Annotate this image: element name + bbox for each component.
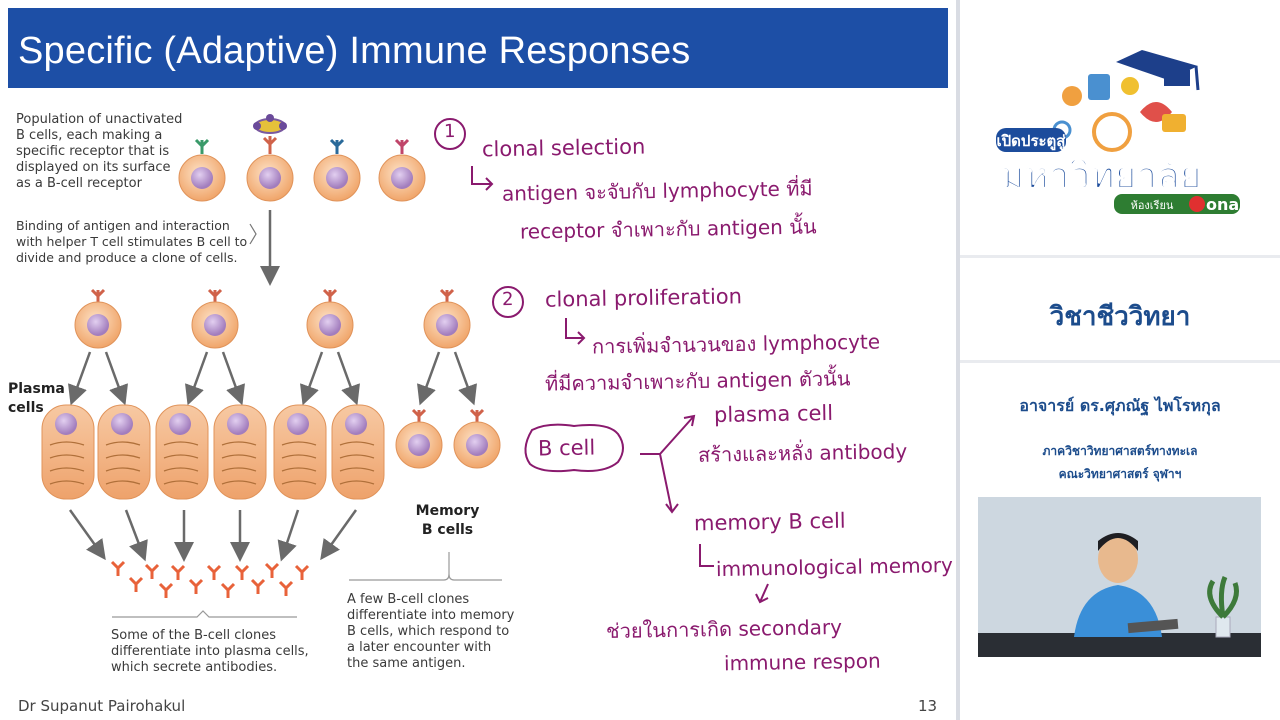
- panel-divider: [956, 0, 960, 720]
- hw-arrow-icon: [471, 166, 494, 191]
- presenter-figure-icon: [1074, 533, 1179, 637]
- note-bcell: B cell: [537, 435, 596, 461]
- unactivated-b-cell: [178, 138, 226, 202]
- program-logo: เปิดประตูสู่ มหาวิทยาลัย ห้องเรียน onair: [996, 50, 1253, 214]
- slide-title: Specific (Adaptive) Immune Responses: [18, 30, 691, 72]
- hw-branch-arrow-icon: [640, 414, 696, 514]
- hw-down-arrow-icon: [755, 583, 769, 604]
- caption-plasma: Some of the B-cell clones differentiate …: [111, 628, 309, 675]
- svg-text:onair: onair: [1206, 195, 1253, 214]
- note-clonal-selection: clonal selection: [481, 134, 646, 162]
- plasma-cells: [41, 404, 385, 500]
- svg-text:ห้องเรียน: ห้องเรียน: [1131, 199, 1174, 212]
- note-memory-cell: memory B cell: [693, 508, 846, 536]
- differentiation-arrows: [68, 351, 477, 406]
- hw-arrow-icon: [565, 318, 586, 345]
- sidebar-separator: [960, 360, 1280, 363]
- label-memory-b-cells: Memory B cells: [415, 503, 480, 538]
- plant-icon: [1207, 576, 1239, 638]
- step-2-circle: [492, 286, 524, 318]
- unactivated-b-cell: [378, 138, 426, 202]
- activated-b-cell: [246, 114, 294, 202]
- note-cp-line1: การเพิ่มจำนวนของ lymphocyte: [591, 329, 881, 359]
- antibodies: [110, 560, 310, 598]
- subject-title: วิชาชีววิทยา: [1049, 302, 1191, 332]
- department-name: ภาควิชาวิทยาศาสตร์ทางทะเล: [1042, 444, 1198, 458]
- note-cp-line2: ที่มีความจำเพาะกับ antigen ตัวนั้น: [544, 366, 851, 396]
- note-clonal-proliferation: clonal proliferation: [544, 284, 743, 312]
- broadcast-sidebar: เปิดประตูสู่ มหาวิทยาลัย ห้องเรียน onair…: [960, 0, 1280, 720]
- step-2-number: 2: [501, 288, 514, 311]
- caption-binding: Binding of antigen and interaction with …: [16, 218, 248, 265]
- note-cs-line2: receptor จำเพาะกับ antigen นั้น: [519, 214, 817, 244]
- note-plasma-cell: plasma cell: [713, 400, 834, 428]
- note-cs-line1: antigen จะจับกับ lymphocyte ที่มี: [501, 176, 813, 206]
- lecturer-name: อาจารย์ ดร.ศุภณัฐ ไพโรหกุล: [1019, 396, 1221, 415]
- clone-cells: [74, 288, 471, 349]
- caption-unactivated: Population of unactivated B cells, each …: [16, 112, 183, 191]
- lecture-slide: Specific (Adaptive) Immune Responses Pop…: [8, 8, 954, 715]
- step-1-number: 1: [443, 120, 456, 143]
- caption-memory: A few B-cell clones differentiate into m…: [347, 592, 515, 671]
- note-memory-desc: immunological memory: [715, 552, 954, 582]
- slide-title-bar: Specific (Adaptive) Immune Responses: [8, 8, 948, 88]
- note-secondary-1: ช่วยในการเกิด secondary: [605, 614, 843, 644]
- presenter-video: [978, 497, 1261, 657]
- slide-page-number: 13: [918, 697, 938, 715]
- b-cell-clonal-diagram: [41, 114, 502, 618]
- graduation-cap-icon: [1116, 50, 1200, 91]
- memory-b-cells: [395, 408, 501, 469]
- note-plasma-desc: สร้างและหลั่ง antibody: [697, 439, 908, 467]
- svg-text:มหาวิทยาลัย: มหาวิทยาลัย: [1000, 154, 1202, 197]
- bcell-cloud: [524, 423, 624, 473]
- secretion-arrows: [68, 509, 358, 562]
- science-doodles-icon: [1052, 74, 1186, 152]
- unactivated-b-cell: [313, 138, 361, 202]
- note-secondary-2: immune respon: [723, 648, 881, 676]
- slide-author: Dr Supanut Pairohakul: [18, 697, 186, 715]
- sidebar-separator: [960, 255, 1280, 258]
- hw-elbow-icon: [699, 544, 714, 567]
- step-1-circle: [434, 118, 466, 150]
- label-plasma-cells: Plasma cells: [8, 381, 65, 416]
- svg-text:เปิดประตูสู่: เปิดประตูสู่: [997, 132, 1067, 151]
- faculty-name: คณะวิทยาศาสตร์ จุฬาฯ: [1058, 467, 1182, 481]
